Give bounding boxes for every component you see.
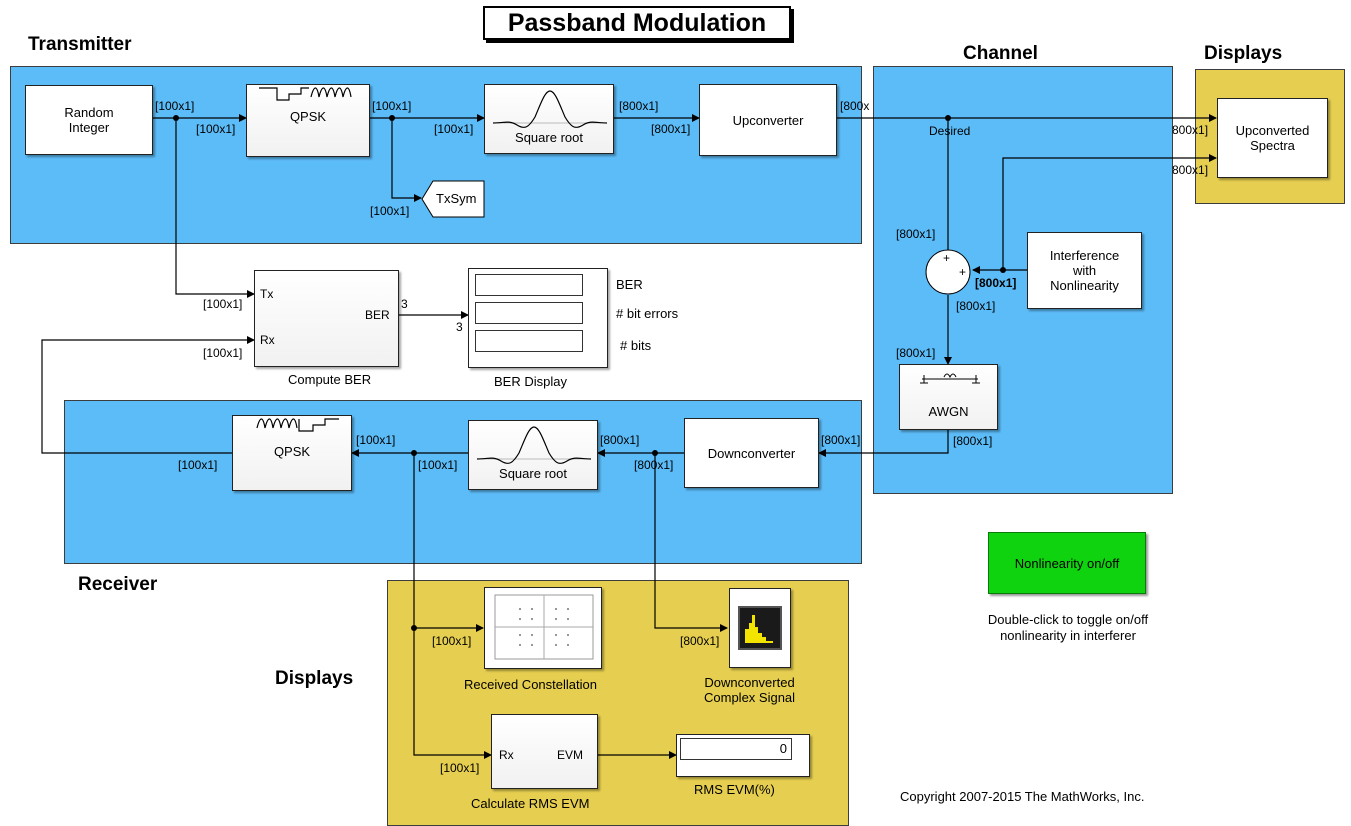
sig-label-qpsk-rx-in: [100x1] bbox=[356, 433, 396, 447]
compute-ber-tx-port: Tx bbox=[260, 287, 274, 301]
qpsk-tx-label: QPSK bbox=[289, 109, 327, 124]
sum-block[interactable]: + + bbox=[924, 248, 972, 296]
receiver-label: Receiver bbox=[78, 574, 158, 595]
sig-label-txsym-in: [100x1] bbox=[370, 204, 410, 218]
sig-label-ri-out: [100x1] bbox=[155, 99, 195, 113]
transmitter-label: Transmitter bbox=[28, 34, 132, 55]
sig-label-qpsk-rx-out: [100x1] bbox=[178, 458, 218, 472]
downconverter-block[interactable]: Downconverter bbox=[684, 418, 819, 488]
compute-ber-caption: Compute BER bbox=[288, 372, 372, 387]
wire-qpsk-ber-rx bbox=[41, 336, 255, 454]
rms-evm-out-port: EVM bbox=[557, 748, 584, 762]
ber-field-3 bbox=[475, 330, 583, 352]
qpsk-modulator-block[interactable]: QPSK bbox=[246, 84, 370, 157]
txsym-label: TxSym bbox=[436, 191, 477, 206]
sig-label-scope-in: [800x1] bbox=[680, 634, 720, 648]
sig-label-qpsk-out: [100x1] bbox=[372, 99, 412, 113]
rms-evm-rx-port: Rx bbox=[499, 748, 514, 762]
rx-square-root-filter-block[interactable]: Square root bbox=[468, 420, 598, 490]
awgn-label: AWGN bbox=[928, 404, 969, 419]
ber-label-bit-errors: # bit errors bbox=[616, 306, 679, 321]
ber-label-bits: # bits bbox=[620, 338, 652, 353]
sig-label-sqrt-in: [100x1] bbox=[434, 122, 474, 136]
sig-label-sqrt-out: [800x1] bbox=[619, 99, 659, 113]
sig-label-ber-rx-in: [100x1] bbox=[203, 346, 243, 360]
spectrum-scope-icon bbox=[738, 606, 782, 650]
sinc-pulse-icon bbox=[492, 90, 608, 128]
compute-ber-out-port: BER bbox=[365, 308, 390, 322]
ber-display-caption: BER Display bbox=[494, 374, 567, 389]
wire-qpsk-txsym bbox=[391, 118, 422, 202]
sig-label-awgn-out: [800x1] bbox=[953, 434, 993, 448]
goto-tag-shape bbox=[421, 180, 485, 218]
sig-label-awgn-in: [800x1] bbox=[896, 346, 936, 360]
sig-label-up-in: [800x1] bbox=[651, 122, 691, 136]
qpsk-rx-label: QPSK bbox=[273, 443, 311, 459]
demodulation-waveform-icon bbox=[256, 418, 339, 432]
sig-label-down-out: [800x1] bbox=[634, 458, 674, 472]
txsym-goto-block[interactable]: TxSym bbox=[421, 180, 486, 218]
sig-label-up-out: [800x bbox=[840, 99, 870, 113]
rms-evm-display-caption: RMS EVM(%) bbox=[694, 782, 775, 797]
sig-label-ber-disp-in: 3 bbox=[456, 320, 463, 334]
sig-label-desired-sum: [800x1] bbox=[896, 227, 936, 241]
channel-icon bbox=[920, 373, 980, 384]
displays-top-label: Displays bbox=[1204, 43, 1283, 64]
rms-evm-caption: Calculate RMS EVM bbox=[471, 796, 590, 811]
awgn-channel-block[interactable]: AWGN bbox=[899, 364, 998, 430]
sig-label-interf-out: [800x1] bbox=[975, 276, 1017, 290]
sig-label-spectra-in2: 800x1] bbox=[1172, 163, 1209, 177]
sig-label-sqrt-rx-out: [100x1] bbox=[418, 458, 458, 472]
displays-bottom-label: Displays bbox=[275, 668, 354, 689]
rms-evm-value-field: 0 bbox=[680, 738, 792, 760]
sig-label-ber-out: 3 bbox=[401, 297, 408, 311]
sum-circle-icon bbox=[925, 249, 971, 295]
upconverter-block[interactable]: Upconverter bbox=[699, 84, 837, 156]
desired-label: Desired bbox=[929, 124, 971, 138]
sig-label-sqrt-rx-in: [800x1] bbox=[600, 433, 640, 447]
tx-square-root-filter-block[interactable]: Square root bbox=[484, 84, 614, 154]
modulation-waveform-icon bbox=[259, 87, 352, 101]
sig-label-evm-in: [100x1] bbox=[440, 761, 480, 775]
model-title: Passband Modulation bbox=[483, 6, 791, 40]
nonlinearity-toggle-button[interactable]: Nonlinearity on/off bbox=[988, 532, 1146, 594]
downconverted-signal-caption: Downconverted Complex Signal bbox=[704, 675, 796, 705]
constellation-grid-icon bbox=[494, 594, 594, 660]
sig-label-ber-tx-in: [100x1] bbox=[203, 297, 243, 311]
ber-field-1 bbox=[475, 274, 583, 296]
interference-block[interactable]: Interference with Nonlinearity bbox=[1027, 232, 1142, 309]
wire-awgn-down bbox=[818, 430, 949, 457]
compute-ber-block[interactable] bbox=[254, 270, 399, 367]
qpsk-demodulator-block[interactable]: QPSK bbox=[232, 415, 352, 491]
sig-label-spectra-in1: 800x1] bbox=[1172, 123, 1209, 137]
ber-label-ber: BER bbox=[616, 277, 643, 292]
random-integer-block[interactable]: Random Integer bbox=[25, 85, 153, 155]
sig-label-qpsk-in: [100x1] bbox=[196, 122, 236, 136]
wire-sqrt-evm bbox=[413, 628, 492, 759]
wire-ri-ber-tx bbox=[175, 118, 255, 298]
wire-down-scope bbox=[654, 453, 728, 632]
nonlinearity-note: Double-click to toggle on/off nonlineari… bbox=[987, 612, 1149, 643]
upconverted-spectra-scope[interactable]: Upconverted Spectra bbox=[1217, 98, 1328, 178]
ber-field-2 bbox=[475, 302, 583, 324]
wire-interf-spectra bbox=[1002, 154, 1217, 270]
sqrt-tx-label: Square root bbox=[515, 130, 583, 145]
received-constellation-caption: Received Constellation bbox=[464, 677, 597, 692]
sig-label-down-in: [800x1] bbox=[821, 433, 861, 447]
compute-ber-rx-port: Rx bbox=[260, 333, 275, 347]
received-constellation-scope[interactable] bbox=[484, 587, 602, 669]
sig-label-sum-out: [800x1] bbox=[956, 299, 996, 313]
copyright-text: Copyright 2007-2015 The MathWorks, Inc. bbox=[900, 789, 1145, 804]
rx-sinc-pulse-icon bbox=[476, 426, 592, 464]
channel-label: Channel bbox=[963, 43, 1038, 64]
sum-plus-right: + bbox=[959, 265, 967, 279]
sum-plus-top: + bbox=[943, 251, 951, 265]
sqrt-rx-label: Square root bbox=[499, 466, 567, 481]
downconverted-signal-scope[interactable] bbox=[729, 588, 791, 668]
rms-evm-block[interactable] bbox=[491, 714, 598, 789]
sig-label-const-in: [100x1] bbox=[432, 634, 472, 648]
